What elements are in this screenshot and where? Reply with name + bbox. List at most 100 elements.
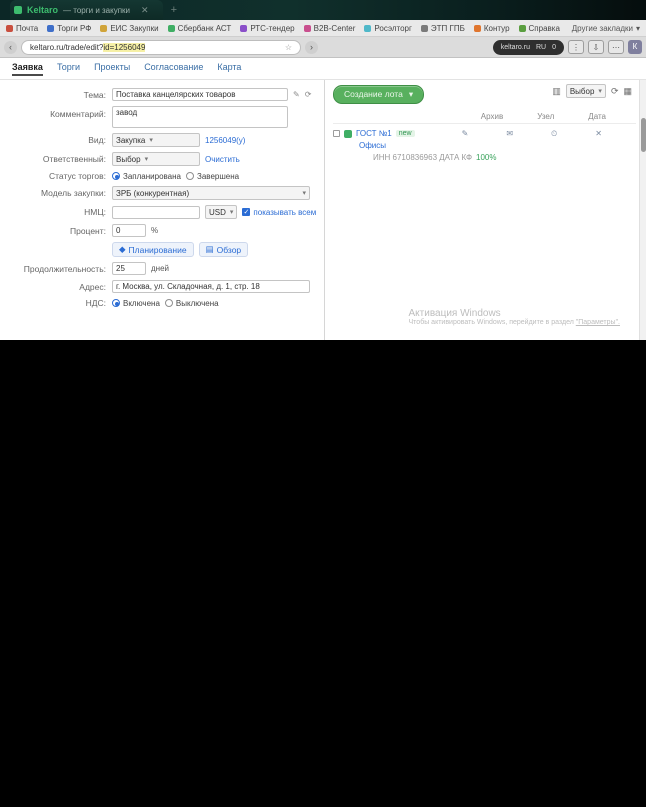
delete-icon[interactable]: ✕ xyxy=(595,128,602,138)
bookmark-item[interactable]: ЕИС Закупки xyxy=(100,24,159,33)
tab-soglasovanie[interactable]: Согласование xyxy=(144,62,204,72)
tab-proekty[interactable]: Проекты xyxy=(94,62,131,72)
create-lot-button[interactable]: Создание лота ▾ xyxy=(333,84,425,104)
bookmarks-overflow-button[interactable]: Другие закладки ▾ xyxy=(571,23,640,33)
bookmark-item[interactable]: B2B-Center xyxy=(303,24,355,33)
tree-child-row[interactable]: Офисы xyxy=(333,140,636,152)
tab-karta[interactable]: Карта xyxy=(217,62,242,72)
watermark-subtitle: Чтобы активировать Windows, перейдите в … xyxy=(408,319,620,326)
child-name-link[interactable]: Офисы xyxy=(359,141,387,150)
comment-textarea[interactable]: завод xyxy=(112,106,288,128)
diamond-icon: ◆ xyxy=(119,244,126,254)
site-info-pill[interactable]: keltaro.ru RU 0 xyxy=(492,39,564,55)
tab-zayavka[interactable]: Заявка xyxy=(12,62,43,76)
forward-button[interactable]: › xyxy=(305,40,318,54)
address-bar[interactable]: keltaro.ru/trade/edit?id=1256049 ☆ xyxy=(21,39,301,55)
address-url-text: keltaro.ru/trade/edit?id=1256049 xyxy=(30,42,146,52)
bookmark-item[interactable]: Росэлторг xyxy=(364,24,412,33)
column-date[interactable]: Дата xyxy=(588,111,606,121)
model-select[interactable]: ЗРБ (конкурентная)▾ xyxy=(112,186,310,200)
lots-column-headers: Архив Узел Дата xyxy=(333,104,636,124)
edit-icon[interactable]: ✎ xyxy=(461,128,469,138)
column-node[interactable]: Узел xyxy=(537,111,555,121)
tree-leaf-row: ИНН 6710836963 ДАТА КФ 100% xyxy=(333,152,636,164)
tab-title-text: — торги и закупки xyxy=(63,5,131,15)
mail-icon[interactable]: ✉ xyxy=(506,128,514,138)
leaf-info-text: ИНН 6710836963 ДАТА КФ xyxy=(373,153,473,162)
bookmark-item[interactable]: Торги РФ xyxy=(47,24,91,33)
chevron-down-icon: ▾ xyxy=(408,88,414,99)
duration-input[interactable] xyxy=(112,262,146,275)
lot-node-icon xyxy=(344,129,352,138)
bookmark-favicon-icon xyxy=(6,24,13,32)
tab-close-icon[interactable]: ✕ xyxy=(141,4,149,15)
refresh-icon[interactable]: ⟳ xyxy=(610,85,619,96)
edit-icon[interactable]: ✎ xyxy=(293,90,300,99)
chevron-down-icon: ▾ xyxy=(149,137,153,144)
review-button[interactable]: ▤Обзор xyxy=(198,242,249,257)
tree-root-row[interactable]: ГОСТ №1 new ✎ ✉ ⏲ ✕ xyxy=(333,128,636,140)
bookmark-favicon-icon xyxy=(47,24,55,32)
radio-off-icon xyxy=(186,172,194,180)
browser-menu-button[interactable]: ⋯ xyxy=(608,40,624,54)
counter-badge: 0 xyxy=(552,43,556,51)
page-content: Тема: ✎ ⟳ Комментарий: завод xyxy=(0,80,646,340)
bookmarks-bar: Почта Торги РФ ЕИС Закупки Сбербанк АСТ … xyxy=(0,20,646,37)
downloads-button[interactable]: ⇩ xyxy=(588,40,604,54)
filter-icon[interactable]: ▥ xyxy=(552,85,561,96)
nmc-label: НМЦ: xyxy=(84,207,106,217)
bookmark-star-icon[interactable]: ☆ xyxy=(284,42,292,52)
nmc-input[interactable] xyxy=(112,205,200,219)
bookmark-favicon-icon xyxy=(303,24,311,32)
subject-input[interactable] xyxy=(112,88,288,101)
vat-radio-on[interactable]: Включена xyxy=(112,299,160,308)
address-highlight-text: id=1256049 xyxy=(103,42,146,52)
column-archive[interactable]: Архив xyxy=(480,111,504,121)
watermark-title: Активация Windows xyxy=(408,308,501,319)
percent-input[interactable] xyxy=(112,224,146,237)
chevron-down-icon: ▾ xyxy=(229,209,234,216)
extensions-button[interactable]: ⋮ xyxy=(568,40,584,54)
status-radio-planned[interactable]: Запланирована xyxy=(112,172,181,181)
browser-toolbar: ‹ keltaro.ru/trade/edit?id=1256049 ☆ › k… xyxy=(0,37,646,58)
bookmark-favicon-icon xyxy=(240,24,248,32)
history-icon[interactable]: ⟳ xyxy=(304,90,312,99)
new-tab-button[interactable]: + xyxy=(170,4,178,16)
bookmark-item[interactable]: ЭТП ГПБ xyxy=(420,24,465,33)
kind-select[interactable]: Закупка▾ xyxy=(112,133,200,147)
bookmark-item[interactable]: РТС-тендер xyxy=(240,24,295,33)
checkbox-checked-icon: ✓ xyxy=(242,208,251,216)
bookmark-favicon-icon xyxy=(364,24,372,32)
planning-button[interactable]: ◆Планирование xyxy=(112,242,194,257)
profile-avatar[interactable]: К xyxy=(628,40,642,54)
scrollbar-thumb[interactable] xyxy=(641,118,646,152)
show-all-checkbox[interactable]: ✓показывать всем xyxy=(242,207,317,217)
status-radio-finished[interactable]: Завершена xyxy=(186,172,239,181)
kind-number-link[interactable]: 1256049(у) xyxy=(205,135,246,145)
row-checkbox[interactable] xyxy=(333,130,340,137)
currency-select[interactable]: USD▾ xyxy=(205,205,238,219)
vertical-scrollbar[interactable] xyxy=(639,80,646,340)
address-input[interactable] xyxy=(112,280,310,293)
status-badge: new xyxy=(395,130,415,137)
responsible-clear-link[interactable]: Очистить xyxy=(205,154,240,164)
bookmark-favicon-icon xyxy=(420,24,428,32)
tab-torgi[interactable]: Торги xyxy=(56,62,81,72)
lot-name-link[interactable]: ГОСТ №1 xyxy=(356,129,392,138)
clock-icon[interactable]: ⏲ xyxy=(551,128,558,138)
back-button[interactable]: ‹ xyxy=(4,40,17,54)
grid-view-icon[interactable]: ▦ xyxy=(623,85,632,96)
bookmark-item[interactable]: Справка xyxy=(518,24,560,33)
bookmark-item[interactable]: Контур xyxy=(473,24,510,33)
bookmark-item[interactable]: Почта xyxy=(6,24,38,33)
browser-tab-strip: Keltaro — торги и закупки ✕ + xyxy=(0,0,646,20)
responsible-select[interactable]: Выбор▾ xyxy=(112,152,200,166)
browser-tab-active[interactable]: Keltaro — торги и закупки ✕ xyxy=(10,0,163,20)
radio-on-icon xyxy=(112,172,120,180)
vat-radio-off[interactable]: Выключена xyxy=(164,299,219,308)
lots-view-select[interactable]: Выбор▾ xyxy=(565,84,606,98)
leaf-percent: 100% xyxy=(476,153,497,162)
form-pane: Тема: ✎ ⟳ Комментарий: завод xyxy=(0,80,325,340)
bookmark-item[interactable]: Сбербанк АСТ xyxy=(167,24,231,33)
